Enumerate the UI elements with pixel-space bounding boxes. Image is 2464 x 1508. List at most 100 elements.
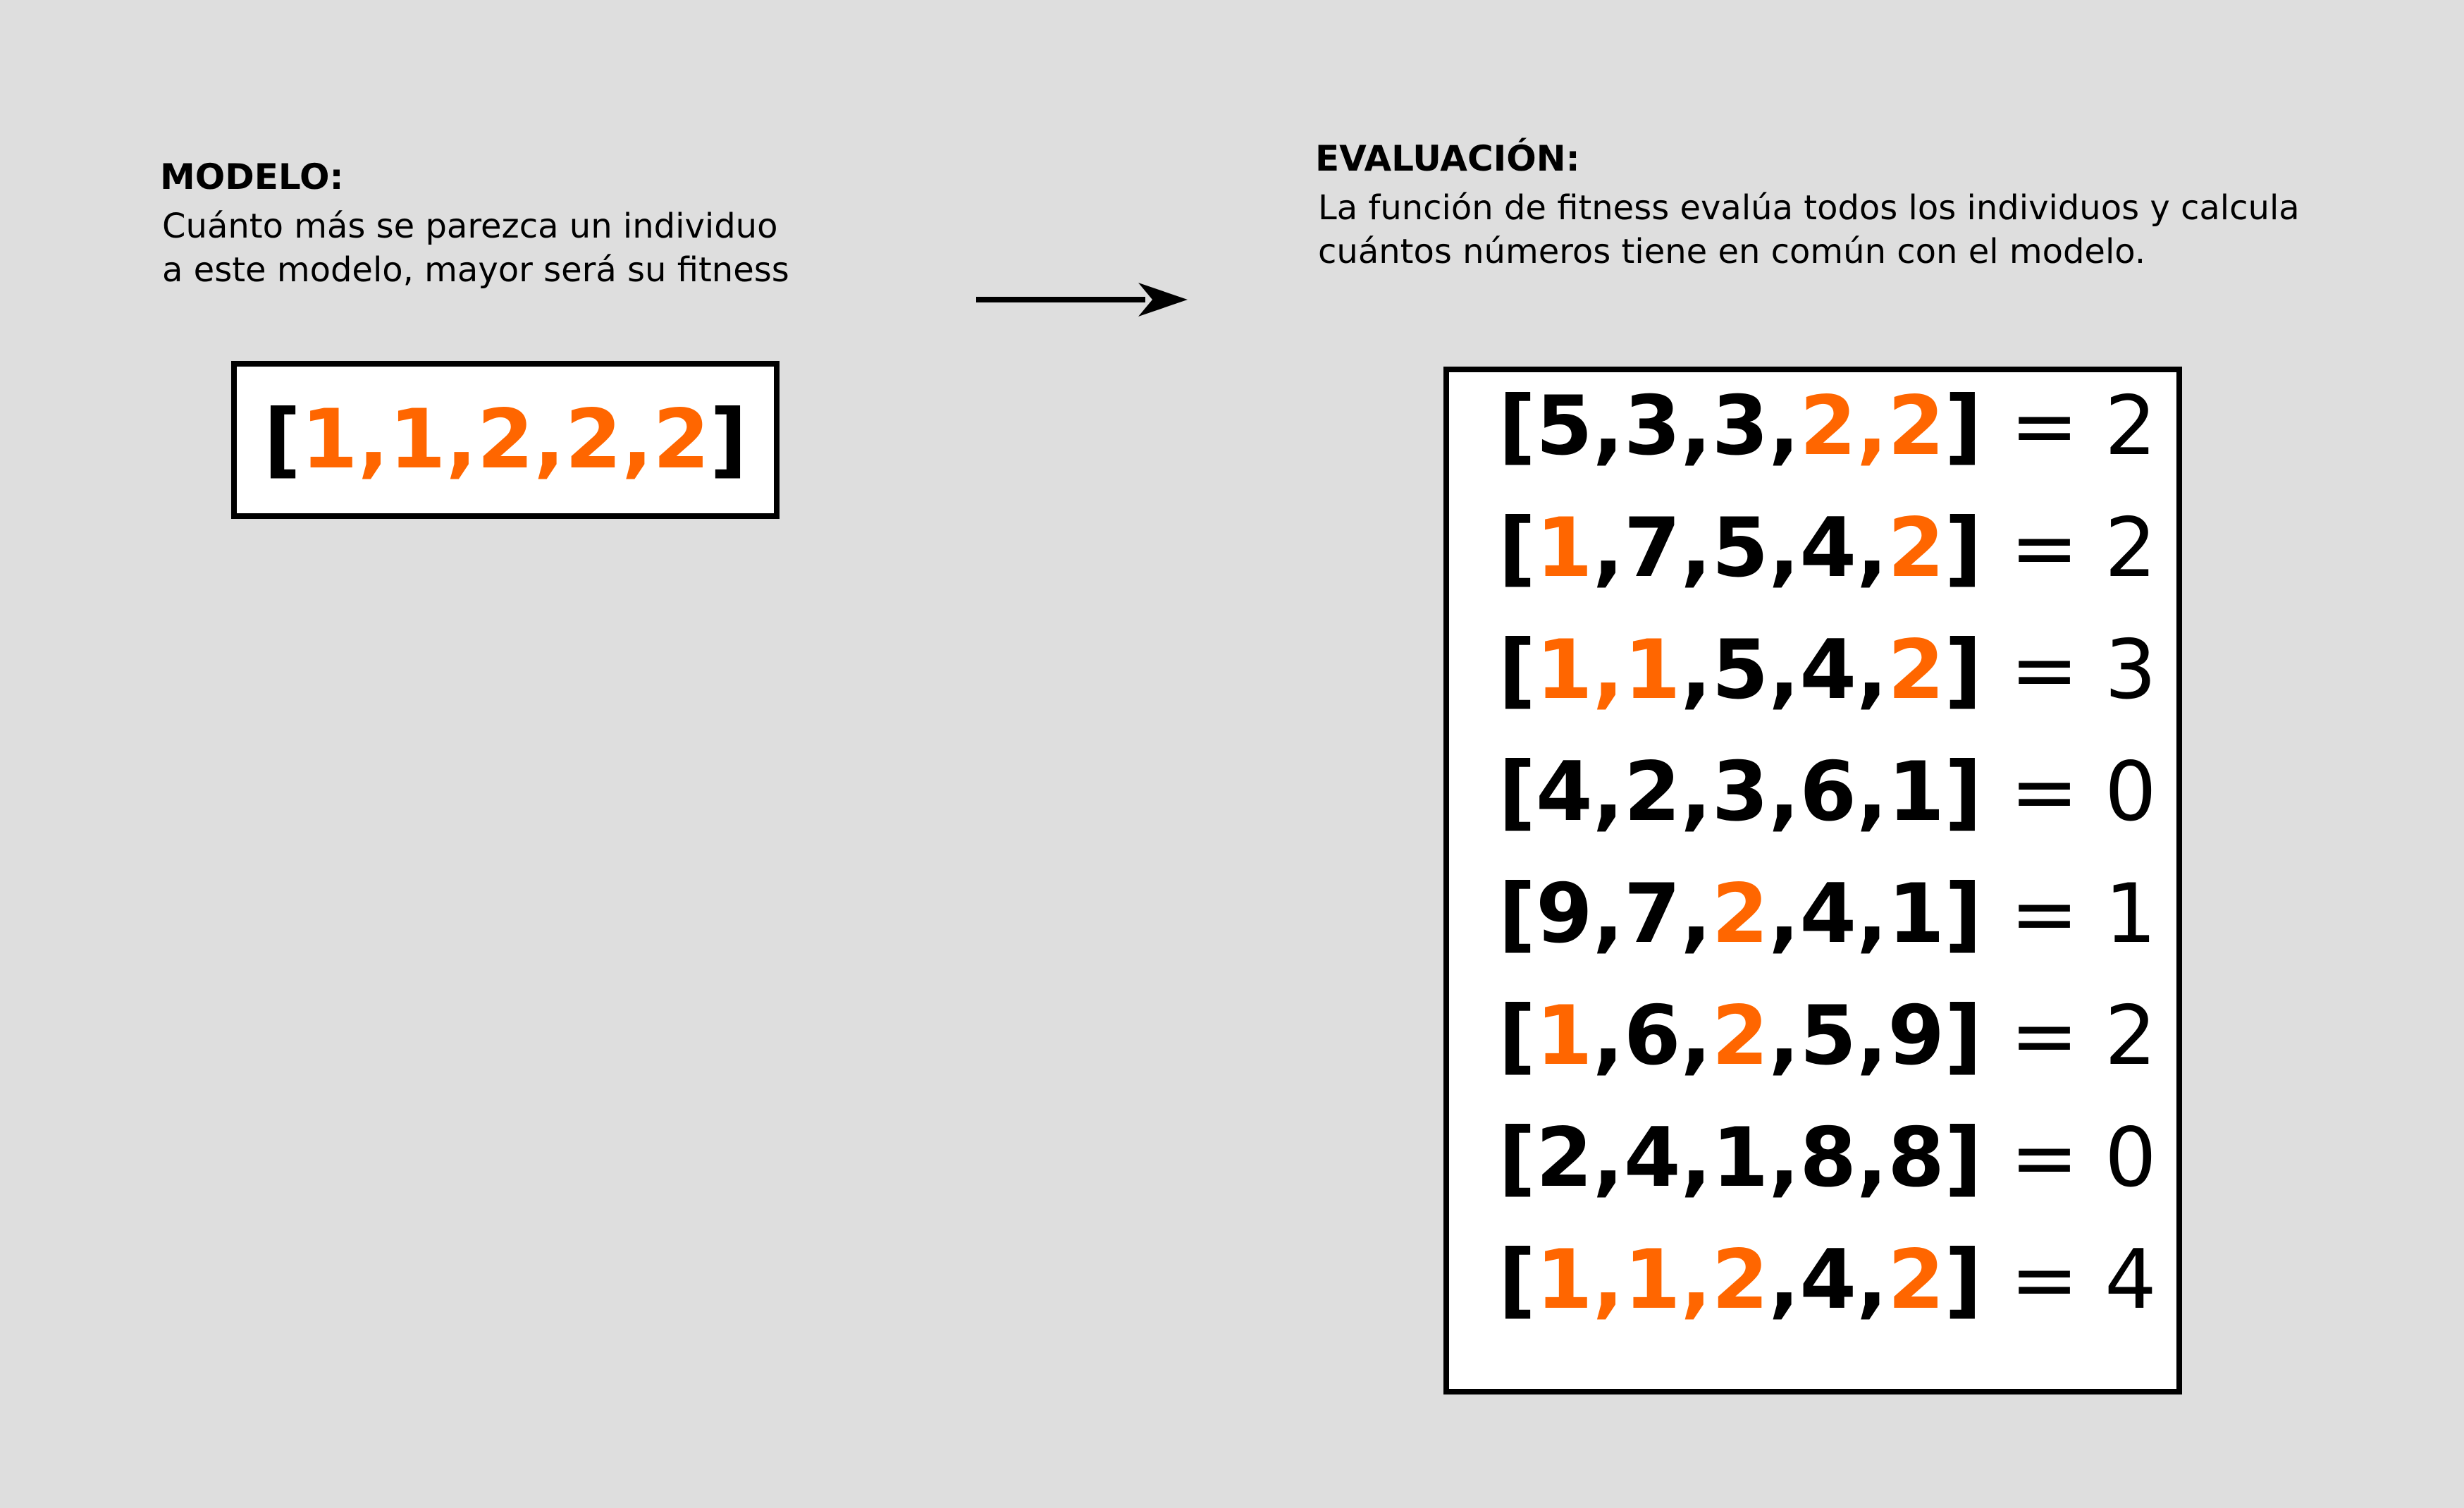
individual-separator: , xyxy=(1592,866,1624,962)
model-sequence-value-5: 2 xyxy=(653,392,710,487)
individual-value-5: 1 xyxy=(1887,744,1945,840)
evaluation-description-line-1: La función de fitness evalúa todos los i… xyxy=(1318,188,2300,228)
individual-sequence: [1,7,5,4,2] xyxy=(1498,501,1982,596)
fitness-score: = 1 xyxy=(2009,866,2157,962)
model-description: Cuánto más se parezca un individuo a est… xyxy=(162,204,789,292)
individual-value-3: 3 xyxy=(1711,379,1769,474)
evaluation-row: [2,4,1,8,8] = 0 xyxy=(1498,1112,2157,1204)
individual-separator: , xyxy=(1592,1110,1624,1206)
fitness-score: = 0 xyxy=(2009,1110,2157,1206)
individual-value-3: 2 xyxy=(1711,866,1769,962)
individual-separator: , xyxy=(1592,623,1624,718)
individual-sequence: [9,7,2,4,1] xyxy=(1498,866,1982,962)
individual-value-5: 1 xyxy=(1887,866,1945,962)
individual-close-bracket: ] xyxy=(1944,1232,1982,1328)
individual-value-1: 4 xyxy=(1536,744,1593,840)
individual-separator: , xyxy=(1592,1232,1624,1328)
individual-open-bracket: [ xyxy=(1498,623,1536,718)
individual-separator: , xyxy=(1856,1110,1888,1206)
model-sequence-separator: , xyxy=(445,392,477,487)
evaluation-row: [5,3,3,2,2]= 2 xyxy=(1498,381,2157,472)
individual-value-4: 4 xyxy=(1799,1232,1857,1328)
individual-separator: , xyxy=(1680,1110,1712,1206)
model-sequence-value-3: 2 xyxy=(476,392,534,487)
individual-value-5: 2 xyxy=(1887,501,1945,596)
fitness-score: = 3 xyxy=(2009,623,2157,718)
individual-close-bracket: ] xyxy=(1944,379,1982,474)
individual-value-5: 2 xyxy=(1887,379,1945,474)
individual-separator: , xyxy=(1768,744,1800,840)
individual-separator: , xyxy=(1856,744,1888,840)
individual-value-2: 7 xyxy=(1623,501,1681,596)
individual-open-bracket: [ xyxy=(1498,501,1536,596)
individual-value-3: 5 xyxy=(1711,501,1769,596)
fitness-score: = 2 xyxy=(2009,988,2157,1084)
individual-value-4: 6 xyxy=(1799,744,1857,840)
individual-sequence: [4,2,3,6,1] xyxy=(1498,744,1982,840)
individual-separator: , xyxy=(1680,1232,1712,1328)
fitness-score: = 2 xyxy=(2009,501,2157,596)
individual-separator: , xyxy=(1856,501,1888,596)
model-description-line-1: Cuánto más se parezca un individuo xyxy=(162,207,778,246)
individual-value-1: 1 xyxy=(1536,988,1593,1084)
fitness-score: = 2 xyxy=(2009,379,2157,474)
individual-value-2: 6 xyxy=(1623,988,1681,1084)
evaluation-description: La función de fitness evalúa todos los i… xyxy=(1318,186,2300,274)
model-title: MODELO: xyxy=(160,157,344,197)
individual-open-bracket: [ xyxy=(1498,379,1536,474)
individual-separator: , xyxy=(1856,379,1888,474)
individual-value-2: 1 xyxy=(1623,1232,1681,1328)
individual-separator: , xyxy=(1680,379,1712,474)
model-sequence: [1,1,2,2,2] xyxy=(264,399,747,481)
individual-separator: , xyxy=(1768,379,1800,474)
individual-close-bracket: ] xyxy=(1944,866,1982,962)
individual-separator: , xyxy=(1856,1232,1888,1328)
individual-open-bracket: [ xyxy=(1498,866,1536,962)
individual-open-bracket: [ xyxy=(1498,1232,1536,1328)
evaluation-row: [1,1,5,4,2]= 3 xyxy=(1498,625,2157,716)
individual-value-3: 3 xyxy=(1711,744,1769,840)
model-sequence-open-bracket: [ xyxy=(264,392,302,487)
individual-value-3: 2 xyxy=(1711,988,1769,1084)
evaluation-row: [1,6,2,5,9] = 2 xyxy=(1498,991,2157,1082)
individual-value-3: 5 xyxy=(1711,623,1769,718)
individual-value-3: 1 xyxy=(1711,1110,1769,1206)
model-sequence-separator: , xyxy=(357,392,389,487)
individual-value-1: 1 xyxy=(1536,1232,1593,1328)
model-sequence-separator: , xyxy=(622,392,653,487)
right-arrow-icon xyxy=(976,283,1188,317)
fitness-score: = 0 xyxy=(2009,744,2157,840)
individual-open-bracket: [ xyxy=(1498,744,1536,840)
individual-value-4: 4 xyxy=(1799,866,1857,962)
individual-open-bracket: [ xyxy=(1498,988,1536,1084)
individual-value-1: 9 xyxy=(1536,866,1593,962)
individual-separator: , xyxy=(1680,501,1712,596)
individual-value-2: 1 xyxy=(1623,623,1681,718)
individual-value-5: 2 xyxy=(1887,1232,1945,1328)
individual-value-4: 8 xyxy=(1799,1110,1857,1206)
individual-separator: , xyxy=(1680,744,1712,840)
individual-close-bracket: ] xyxy=(1944,1110,1982,1206)
individual-value-4: 2 xyxy=(1799,379,1857,474)
individual-sequence: [2,4,1,8,8] xyxy=(1498,1110,1982,1206)
individual-value-2: 3 xyxy=(1623,379,1681,474)
model-sequence-value-1: 1 xyxy=(301,392,358,487)
individual-value-5: 2 xyxy=(1887,623,1945,718)
individual-sequence: [1,6,2,5,9] xyxy=(1498,988,1982,1084)
individual-separator: , xyxy=(1768,501,1800,596)
individual-sequence: [1,1,5,4,2] xyxy=(1498,623,1982,718)
individual-value-4: 5 xyxy=(1799,988,1857,1084)
model-description-line-2: a este modelo, mayor será su fitness xyxy=(162,250,789,290)
individual-separator: , xyxy=(1768,866,1800,962)
individual-value-2: 7 xyxy=(1623,866,1681,962)
individual-value-1: 1 xyxy=(1536,501,1593,596)
individual-separator: , xyxy=(1856,988,1888,1084)
individual-open-bracket: [ xyxy=(1498,1110,1536,1206)
individual-separator: , xyxy=(1592,988,1624,1084)
individual-separator: , xyxy=(1768,1110,1800,1206)
individual-value-3: 2 xyxy=(1711,1232,1769,1328)
individual-value-5: 8 xyxy=(1887,1110,1945,1206)
individual-separator: , xyxy=(1680,988,1712,1084)
evaluation-row: [1,7,5,4,2] = 2 xyxy=(1498,503,2157,594)
evaluation-row: [9,7,2,4,1]= 1 xyxy=(1498,869,2157,960)
